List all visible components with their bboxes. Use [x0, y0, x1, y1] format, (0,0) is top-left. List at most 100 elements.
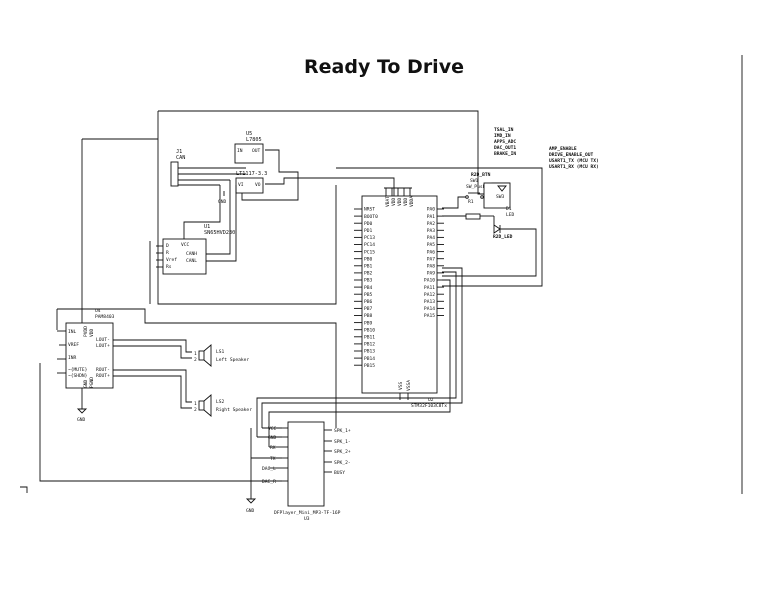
pin-label: INL — [68, 329, 77, 335]
net-label: BRAKE_IN — [494, 151, 516, 157]
ref-label: LS1 — [216, 349, 225, 355]
ref-label: U5 — [246, 131, 252, 137]
pin-label: PGND — [89, 377, 95, 388]
pin-label: TX — [270, 456, 276, 462]
ref-label: R1 — [468, 199, 474, 205]
ref-label: SW1 — [470, 178, 479, 184]
ref-label: U4 — [95, 308, 101, 314]
pin-label: DAC_R — [262, 479, 276, 485]
pin-label: VSSA — [406, 380, 412, 391]
mcu-pin-label: PC13 — [364, 235, 375, 241]
pin-label: 2 — [194, 407, 197, 413]
mcu-pin-label: PA1 — [427, 214, 436, 220]
mcu-pin-label: PA6 — [427, 249, 436, 255]
pin-label: ~{MUTE} — [68, 367, 88, 373]
gnd-label: GND — [218, 199, 227, 205]
mcu-pin-label: PB1 — [364, 264, 373, 270]
ref-label: U1 — [204, 224, 210, 230]
pin-label: Vref — [166, 257, 177, 263]
value-label: L7805 — [246, 137, 262, 143]
mcu-pin-label: PB10 — [364, 327, 375, 333]
pin-label: D — [166, 243, 169, 249]
pin-label: 1 — [194, 351, 197, 357]
mcu-right-pins: PA0PA1PA2PA3PA4PA5PA6PA7PA8PA9PA10PA11PA… — [424, 207, 444, 319]
pin-label: INR — [68, 355, 77, 361]
mcu-pin-label: PB11 — [364, 335, 375, 341]
left-speaker: 1 2 LS1 Left Speaker — [194, 344, 249, 367]
mcu-pin-label: PA0 — [427, 207, 436, 213]
mcu-pin-label: PA3 — [427, 228, 436, 234]
ref-label: U3 — [304, 516, 310, 522]
ref-label: LS2 — [216, 399, 225, 405]
mcu-pin-label: PB7 — [364, 306, 373, 312]
net-label: DRIVE_ENABLE_OUT — [549, 152, 593, 158]
net-label: USART1_RX (MCU RX) — [549, 164, 599, 170]
net-label: USART1_TX (MCU TX) — [549, 158, 599, 164]
value-label: SW_Push — [466, 184, 486, 190]
gnd-label: GND — [246, 508, 255, 514]
r2d-button: R2D_BTN SW1 SW_Push R1 SW3 D1 LED R2D_LE… — [442, 172, 518, 240]
pin-label: VDD — [403, 197, 409, 206]
can-transceiver: U1 SN65HVD230 D R Vref Rs CANH CANL VCC — [156, 180, 237, 275]
mcu-pin-label: PA5 — [427, 242, 436, 248]
value-label: DFPlayer_Mini_MP3-TF-16P — [274, 510, 341, 516]
regulator-l7805: U5 L7805 IN OUT — [234, 131, 264, 164]
can-connector: J1 CAN — [170, 149, 246, 187]
mcu-bottom-pins: VSS VSSA — [398, 380, 412, 400]
value-label: CAN — [176, 155, 185, 161]
pin-label: VDD — [391, 197, 397, 206]
pin-label: DAC_L — [262, 466, 276, 472]
mcu-pin-label: PA9 — [427, 271, 436, 277]
net-label: TSAL_IN — [494, 127, 514, 133]
pin-label: PVDD — [83, 326, 89, 337]
pin-label: VBAT — [385, 196, 391, 207]
right-speaker: 1 2 LS2 Right Speaker — [194, 394, 252, 417]
pin-label: VCC — [268, 426, 277, 432]
sheet-corner-mark — [20, 486, 28, 493]
mcu-left-pins: NRSTBOOT0PD0PD1PC13PC14PC15PB0PB1PB2PB3P… — [354, 207, 378, 369]
value-label: STM32F103C8Tx — [411, 403, 447, 409]
pin-label: LOUT- — [96, 337, 110, 343]
pin-label: VDDA — [409, 196, 415, 207]
gnd-label: GND — [77, 417, 86, 423]
net-label: R2D_BTN — [471, 172, 491, 178]
mcu-pin-label: PA15 — [424, 313, 435, 319]
net-label: APPS_ADC — [494, 139, 516, 145]
net-label: IMD_IN — [494, 133, 511, 139]
pin-label: BUSY — [334, 470, 345, 476]
mcu-pin-label: PB8 — [364, 313, 373, 319]
value-label: Right Speaker — [216, 407, 252, 413]
pin-label: VI — [238, 182, 244, 188]
mcu-pin-label: PB4 — [364, 285, 373, 291]
pin-label: VO — [255, 182, 261, 188]
mcu-pin-label: PA4 — [427, 235, 436, 241]
mcu-pin-label: PB3 — [364, 278, 373, 284]
mcu-pin-label: PA2 — [427, 221, 436, 227]
pin-label: VDD — [397, 197, 403, 206]
pin-label: GND — [268, 435, 277, 441]
mcu-pin-label: PB12 — [364, 342, 375, 348]
mcu-pin-label: PB6 — [364, 299, 373, 305]
mcu-pin-label: PA14 — [424, 306, 435, 312]
mcu-pin-label: PA11 — [424, 285, 435, 291]
pin-label: ROUT- — [96, 367, 110, 373]
pin-label: SPK_1+ — [334, 428, 351, 434]
pin-label: SPK_2+ — [334, 449, 351, 455]
net-label: DAC_OUT1 — [494, 145, 516, 151]
net-label: R2D_LED — [493, 234, 513, 240]
mcu-top-pins: VBAT VDD VDD VDD VDDA — [384, 187, 415, 207]
pin-label: OUT — [252, 148, 261, 154]
pin-label: Rs — [166, 264, 172, 270]
pin-label: 2 — [194, 357, 197, 363]
mcu-pin-label: PB13 — [364, 349, 375, 355]
value-label: Left Speaker — [216, 357, 249, 363]
pin-label: LOUT+ — [96, 343, 110, 349]
pin-label: R — [166, 250, 169, 256]
output-net-labels: AMP_ENABLE DRIVE_ENABLE_OUT USART1_TX (M… — [549, 146, 599, 170]
value-label: LED — [506, 212, 515, 218]
mcu-pin-label: BOOT0 — [364, 214, 378, 220]
mcu-pin-label: PC15 — [364, 249, 375, 255]
mcu-pin-label: PD0 — [364, 221, 373, 227]
mcu-pin-label: PB5 — [364, 292, 373, 298]
